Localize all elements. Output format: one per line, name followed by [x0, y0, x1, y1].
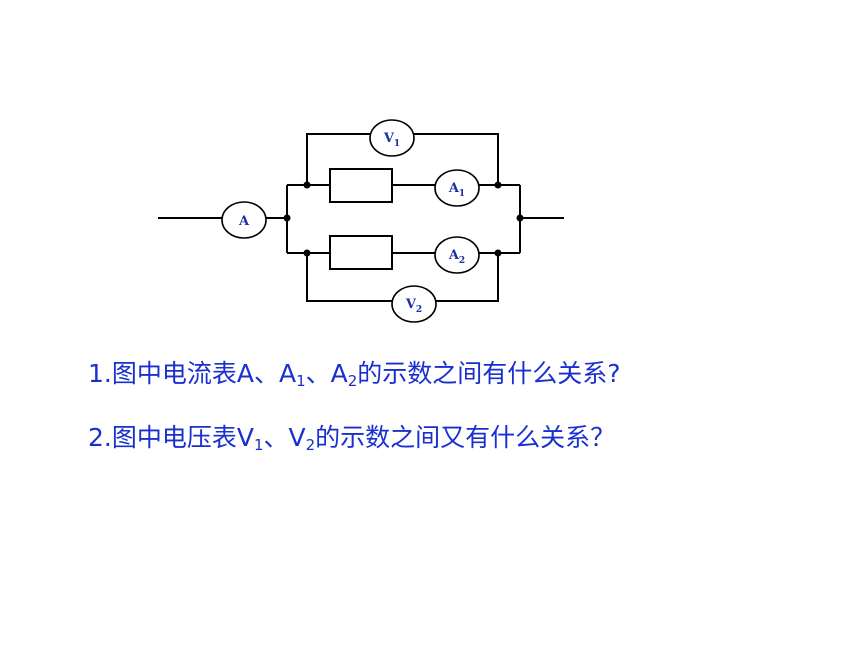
- question-2-sub2: 2: [305, 436, 316, 454]
- v2-wire-left: [306, 253, 392, 302]
- question-2-sub1: 1: [253, 436, 264, 454]
- voltmeter-v1-circle: [369, 119, 415, 157]
- ammeter-a2: A2: [434, 236, 480, 274]
- voltmeter-v1-letter: V: [383, 131, 395, 146]
- question-1-sub1: 1: [296, 372, 306, 390]
- question-2-mid: 、V: [263, 423, 306, 452]
- junction-right-main: [516, 214, 524, 222]
- voltmeter-v2-sub: 2: [416, 305, 422, 315]
- question-1: 1.图中电流表A、A1、A2的示数之间有什么关系?: [88, 359, 621, 389]
- question-2-suffix: 的示数之间又有什么关系？: [315, 423, 616, 452]
- ammeter-a: A: [221, 201, 267, 239]
- voltmeter-v1-sub: 1: [394, 139, 400, 149]
- resistor-r2: [329, 235, 393, 270]
- ammeter-a1-letter: A: [448, 181, 460, 196]
- voltmeter-v2-label: V2: [405, 297, 422, 315]
- voltmeter-v1-label: V1: [383, 131, 400, 149]
- question-2: 2.图中电压表V1、V2的示数之间又有什么关系？: [88, 423, 615, 453]
- question-1-suffix: 的示数之间有什么关系?: [357, 359, 621, 388]
- ammeter-a1-label: A1: [448, 181, 465, 199]
- ammeter-a-circle: [221, 201, 267, 239]
- ammeter-a2-sub: 2: [459, 256, 465, 266]
- v1-wire-left: [306, 133, 370, 185]
- wires: [158, 133, 564, 302]
- junction-right-bottom: [494, 249, 502, 257]
- junctions: [283, 181, 524, 257]
- resistors: [329, 168, 393, 270]
- ammeter-a2-letter: A: [448, 248, 460, 263]
- ammeter-a2-label: A2: [448, 248, 465, 266]
- resistor-r1: [329, 168, 393, 203]
- voltmeter-v2-letter: V: [405, 297, 417, 312]
- v1-wire-right: [414, 133, 499, 185]
- ammeter-a-label: A: [238, 214, 250, 229]
- junction-left-bottom: [303, 249, 311, 257]
- question-1-mid: 、A: [305, 359, 348, 388]
- junction-right-top: [494, 181, 502, 189]
- question-2-prefix: 2.图中电压表V: [88, 423, 254, 452]
- v2-wire-right: [436, 253, 499, 302]
- ammeter-a2-circle: [434, 236, 480, 274]
- ammeter-a1-sub: 1: [459, 189, 465, 199]
- voltmeter-v2-circle: [391, 285, 437, 323]
- voltmeter-v1: V1: [369, 119, 415, 157]
- question-1-sub2: 2: [347, 372, 358, 390]
- junction-left-top: [303, 181, 311, 189]
- voltmeter-v2: V2: [391, 285, 437, 323]
- ammeter-a1-circle: [434, 169, 480, 207]
- circuit-diagram: A A1 A2 V1 V2: [158, 119, 564, 323]
- junction-left-main: [283, 214, 291, 222]
- ammeter-a1: A1: [434, 169, 480, 207]
- question-1-prefix: 1.图中电流表A、A: [88, 359, 297, 388]
